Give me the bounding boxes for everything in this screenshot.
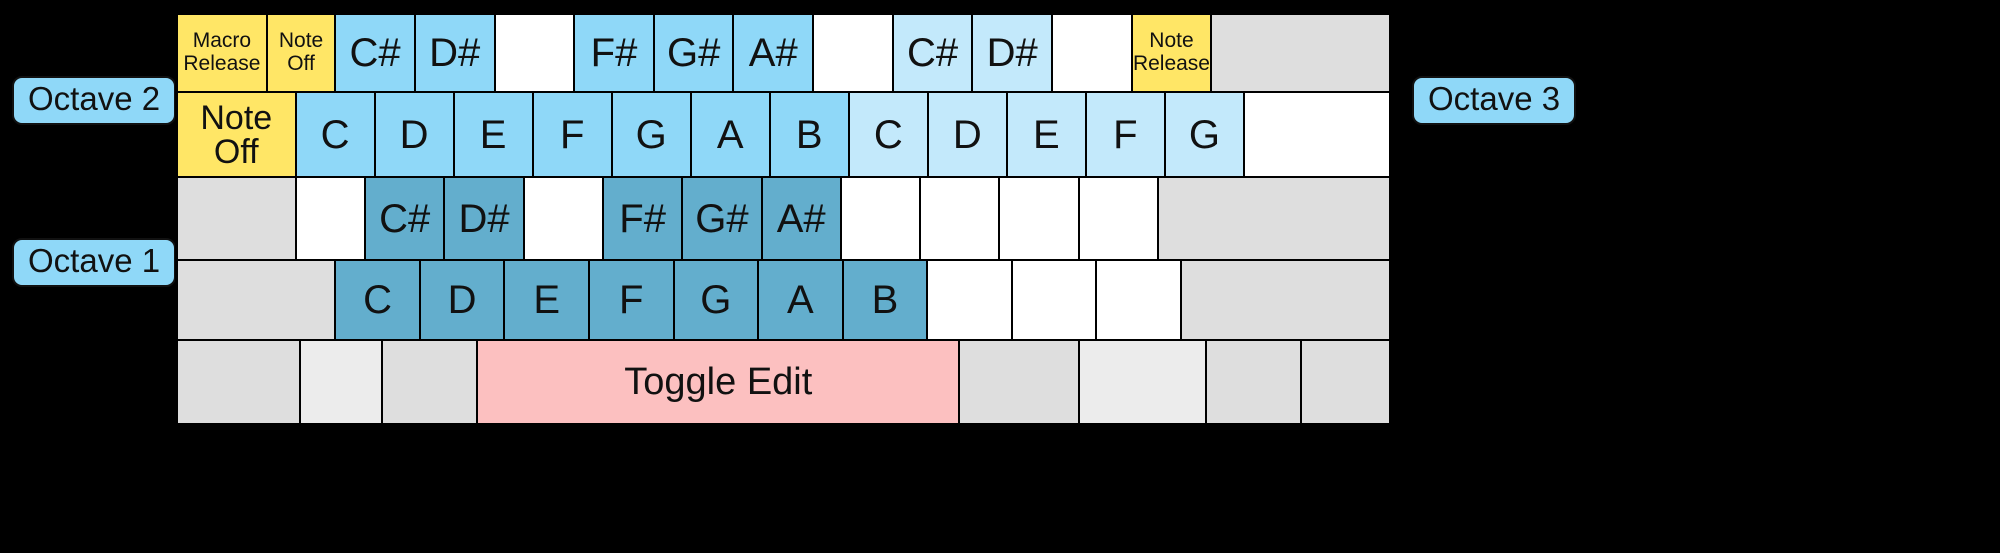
key-blank-r2c14 [1244, 93, 1389, 178]
key-blank-r3c1 [178, 178, 297, 261]
key-blank-r3c2 [296, 178, 367, 261]
key-toggle-edit-r5c4[interactable]: Toggle Edit [478, 341, 961, 423]
key-blank-r3c10 [921, 178, 1001, 261]
key-blank-r1c12 [1053, 15, 1133, 93]
key-blank-r3c5 [524, 178, 604, 261]
key-c-r2c2[interactable]: C [296, 93, 376, 178]
key-a-r2c7[interactable]: A [691, 93, 771, 178]
key-blank-r5c7 [1206, 341, 1303, 423]
key-blank-r4c1 [178, 261, 337, 341]
key-e-r2c4[interactable]: E [454, 93, 534, 178]
octave-2-label: Octave 2 [12, 76, 177, 125]
key-a-r4c7[interactable]: A [759, 261, 844, 341]
key-g-r2c13[interactable]: G [1165, 93, 1245, 178]
key-blank-r1c14 [1212, 15, 1389, 93]
key-blank-r3c9 [841, 178, 922, 261]
key-d-r2c3[interactable]: D [375, 93, 455, 178]
key-blank-r4c9 [928, 261, 1013, 341]
key-a-sharp-r3c8[interactable]: A# [762, 178, 842, 261]
key-note-off-r1c2[interactable]: Note Off [267, 15, 337, 93]
key-f-r2c12[interactable]: F [1086, 93, 1166, 178]
key-blank-r4c10 [1012, 261, 1098, 341]
row-bottom: Toggle Edit [178, 341, 1389, 423]
key-blank-r4c12 [1181, 261, 1389, 341]
octave-3-label: Octave 3 [1412, 76, 1577, 125]
key-blank-r5c1 [178, 341, 302, 423]
key-e-r2c11[interactable]: E [1007, 93, 1087, 178]
key-c-sharp-r3c3[interactable]: C# [366, 178, 446, 261]
key-g-sharp-r1c7[interactable]: G# [654, 15, 735, 93]
key-blank-r5c5 [960, 341, 1080, 423]
key-f-sharp-r3c6[interactable]: F# [603, 178, 684, 261]
key-blank-r3c11 [1000, 178, 1080, 261]
key-c-sharp-r1c3[interactable]: C# [336, 15, 416, 93]
key-blank-r5c3 [382, 341, 479, 423]
key-e-r4c4[interactable]: E [505, 261, 590, 341]
key-c-r2c9[interactable]: C [849, 93, 929, 178]
key-blank-r5c2 [301, 341, 383, 423]
key-macro-release-r1c1[interactable]: Macro Release [178, 15, 268, 93]
key-f-sharp-r1c6[interactable]: F# [575, 15, 655, 93]
key-d-r4c3[interactable]: D [420, 261, 506, 341]
key-g-sharp-r3c7[interactable]: G# [683, 178, 763, 261]
key-f-r4c5[interactable]: F [589, 261, 675, 341]
key-note-release-r1c13[interactable]: Note Release [1132, 15, 1213, 93]
key-b-r2c8[interactable]: B [770, 93, 850, 178]
key-note-off-r2c1[interactable]: Note Off [178, 93, 297, 178]
key-g-r2c6[interactable]: G [612, 93, 692, 178]
key-blank-r1c9 [814, 15, 894, 93]
key-g-r4c6[interactable]: G [674, 261, 760, 341]
key-blank-r1c5 [495, 15, 576, 93]
key-d-sharp-r1c4[interactable]: D# [415, 15, 496, 93]
key-blank-r3c13 [1159, 178, 1389, 261]
key-d-sharp-r3c4[interactable]: D# [445, 178, 525, 261]
key-blank-r4c11 [1097, 261, 1182, 341]
octave-1-label: Octave 1 [12, 238, 177, 287]
key-f-r2c5[interactable]: F [533, 93, 613, 178]
key-b-r4c8[interactable]: B [843, 261, 929, 341]
key-blank-r5c6 [1079, 341, 1207, 423]
key-blank-r5c8 [1302, 341, 1389, 423]
key-a-sharp-r1c8[interactable]: A# [734, 15, 815, 93]
key-c-sharp-r1c10[interactable]: C# [893, 15, 974, 93]
key-d-sharp-r1c11[interactable]: D# [973, 15, 1054, 93]
key-blank-r3c12 [1079, 178, 1160, 261]
row-sharps-lower: C#D# F#G#A# [178, 178, 1389, 261]
key-c-r4c2[interactable]: C [336, 261, 421, 341]
key-d-r2c10[interactable]: D [928, 93, 1008, 178]
